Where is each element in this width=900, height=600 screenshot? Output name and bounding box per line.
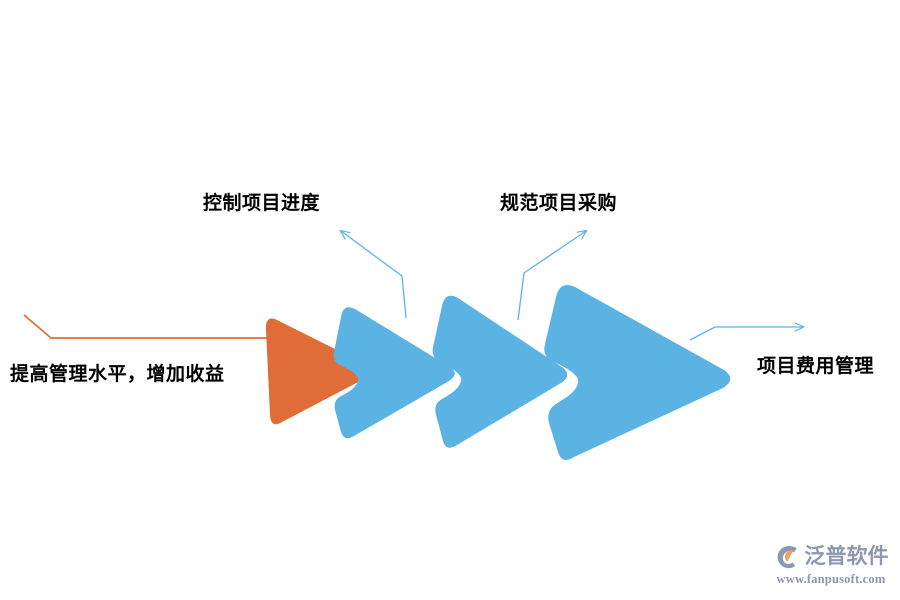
callout-label-procurement: 规范项目采购 xyxy=(500,192,618,214)
brand-name: 泛普软件 xyxy=(804,543,889,568)
callout-connector-procurement xyxy=(517,229,588,321)
brand-url: www.fanpusoft.com xyxy=(776,572,886,586)
callout-connector-schedule xyxy=(339,229,407,319)
step-1-shape xyxy=(265,318,371,425)
callout-connector-benefit xyxy=(23,314,299,362)
step-3-shape xyxy=(432,295,568,448)
callout-label-cost: 项目费用管理 xyxy=(757,355,875,377)
brand-watermark: 泛普软件 www.fanpusoft.com xyxy=(770,538,892,590)
callout-label-schedule: 控制项目进度 xyxy=(203,192,321,214)
fanpu-logo-icon xyxy=(777,545,797,568)
step-4-shape xyxy=(544,284,731,461)
step-2-shape xyxy=(333,307,455,439)
callout-connector-cost xyxy=(689,322,805,341)
brand-watermark-row: 泛普软件 xyxy=(774,541,889,571)
callout-label-benefit: 提高管理水平，增加收益 xyxy=(10,363,225,385)
